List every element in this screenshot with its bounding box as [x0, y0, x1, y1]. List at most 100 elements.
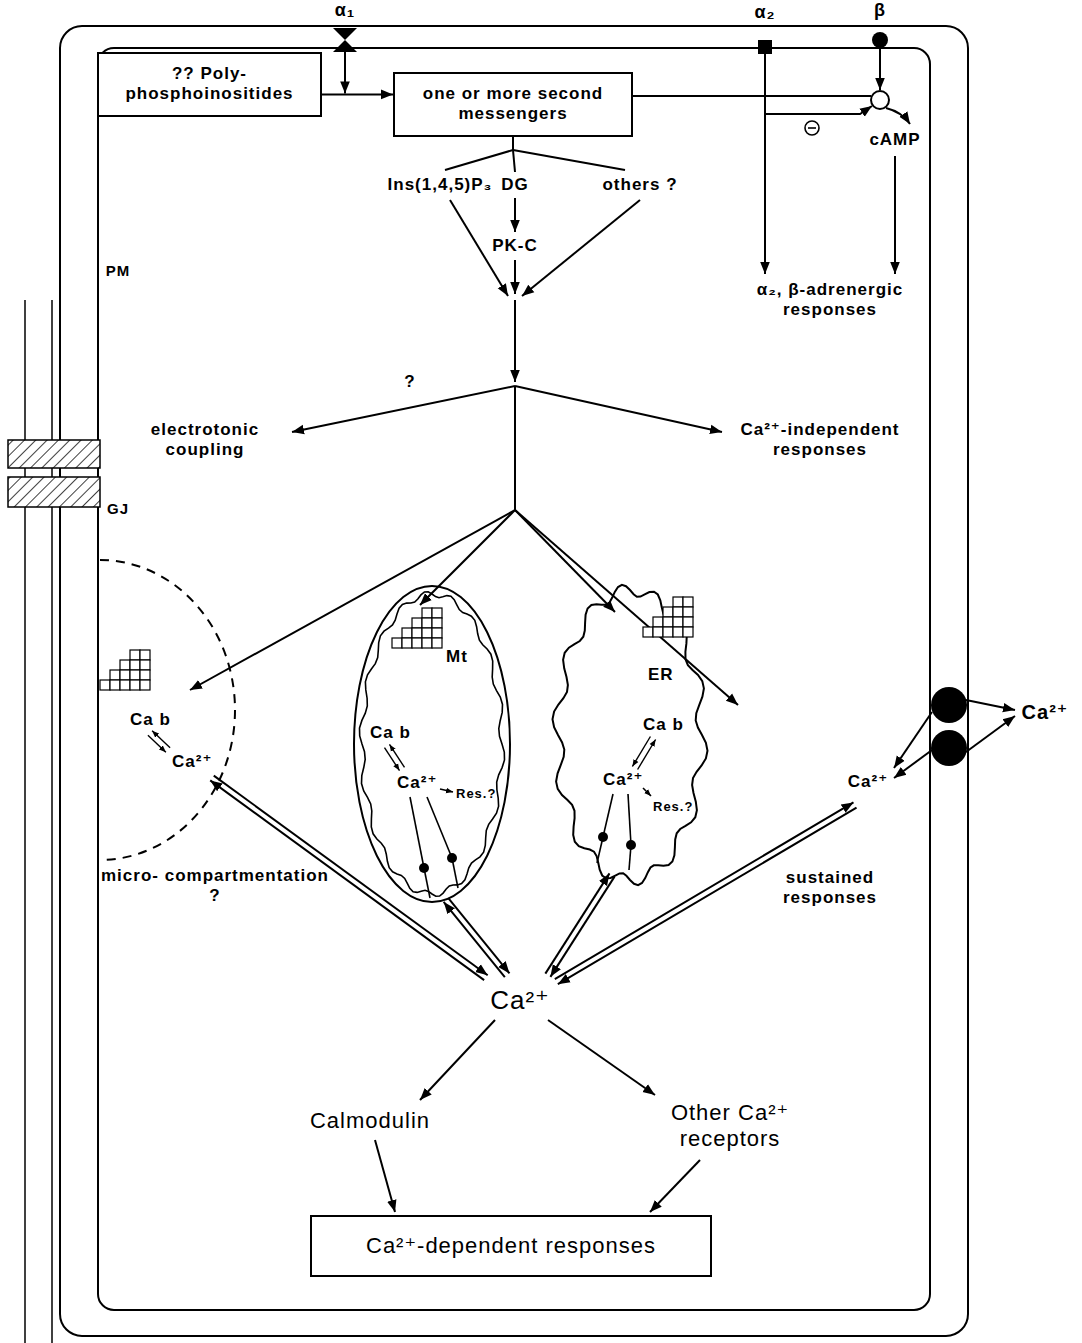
drawing-rect [110, 680, 120, 690]
drawing-line [390, 744, 405, 767]
drawing-polyline [765, 106, 872, 114]
drawing-rect [422, 618, 432, 628]
node-text: Res.? [456, 786, 496, 802]
drawing-line [148, 735, 166, 752]
drawing-rect [412, 628, 422, 638]
drawing-rect [412, 618, 422, 628]
drawing-line [894, 712, 932, 768]
connector-arrow [322, 93, 393, 95]
node-text: Ca²⁺ [603, 770, 643, 790]
drawing-line [444, 902, 505, 977]
drawing-rect [683, 597, 693, 607]
drawing-circle [598, 832, 608, 842]
drawing-rect [8, 440, 100, 468]
text-label: Ca²⁺ [1017, 700, 1073, 724]
drawing-rect [643, 627, 653, 637]
node-text: Ca b [370, 723, 411, 743]
drawing-rect [392, 638, 402, 648]
node-text: ER [648, 665, 674, 685]
text-label: GJ [98, 500, 138, 518]
node-text: Mt [446, 647, 468, 667]
drawing-line [630, 95, 871, 97]
drawing-circle [419, 863, 429, 873]
drawing-rect [432, 628, 442, 638]
drawing-rect [663, 607, 673, 617]
drawing-polygon [333, 40, 357, 52]
alpha1-arrow [344, 52, 346, 93]
drawing-line [190, 510, 515, 690]
drawing-rect [432, 618, 442, 628]
text-label: others ? [590, 175, 690, 195]
drawing-line [513, 150, 515, 172]
text-label: α₁ [325, 0, 365, 22]
drawing-rect [140, 660, 150, 670]
drawing-line [448, 898, 509, 973]
drawing-rect [653, 627, 663, 637]
text-label: ? [400, 372, 420, 392]
drawing-line [966, 700, 1015, 710]
drawing-line [440, 789, 453, 792]
alpha2-receptor [758, 40, 772, 54]
drawing-line [420, 510, 515, 605]
text-label: Ca²⁺ [838, 772, 898, 792]
organelle-outline [352, 583, 512, 905]
text-label: Calmodulin [285, 1108, 455, 1134]
drawing-rect [120, 680, 130, 690]
drawing-rect [402, 638, 412, 648]
signal-lines [190, 48, 1015, 1212]
drawing-rect [653, 617, 663, 627]
drawing-rect [140, 680, 150, 690]
drawing-line [410, 797, 424, 868]
node-text: Ca b [130, 710, 171, 730]
drawing-line [445, 150, 513, 170]
drawing-path [100, 560, 235, 860]
node-text: ?? Poly- phosphoinositides [109, 64, 310, 105]
drawing-rect [432, 608, 442, 618]
drawing-rect [432, 638, 442, 648]
drawing-line [650, 1160, 700, 1212]
drawing-rect [683, 607, 693, 617]
process-box: ?? Poly- phosphoinositides [97, 52, 322, 117]
gap-junction [8, 440, 100, 507]
drawing-circle [447, 853, 457, 863]
node-text: one or more second messengers [405, 84, 621, 125]
drawing-rect [140, 650, 150, 660]
drawing-rect [130, 660, 140, 670]
drawing-line [514, 260, 516, 294]
text-label: Ca²⁺-independent responses [722, 420, 918, 461]
drawing-line [628, 794, 631, 845]
drawing-path [360, 592, 505, 896]
drawing-circle [931, 730, 967, 766]
drawing-polygon [333, 28, 357, 40]
text-label: Ins(1,4,5)P₃ [375, 175, 505, 195]
mitochondrion: MtCa bCa²⁺Res.? [352, 583, 512, 905]
drawing-rect [402, 628, 412, 638]
drawing-line [515, 386, 722, 432]
drawing-line [427, 797, 452, 858]
drawing-rect [683, 627, 693, 637]
drawing-rect [663, 627, 673, 637]
drawing-circle [931, 687, 967, 723]
drawing-line [764, 54, 766, 274]
text-label: PM [98, 262, 138, 280]
endoplasmic-reticulum: ERCa bCa²⁺Res.? [553, 585, 708, 885]
drawing-path [553, 585, 708, 885]
drawing-rect [422, 628, 432, 638]
text-label: PK-C [488, 236, 542, 256]
drawing-line [514, 300, 516, 382]
text-label: α₂ [745, 2, 785, 24]
drawing-rect [673, 627, 683, 637]
node-text: Ca²⁺-dependent responses [328, 1233, 694, 1259]
drawing-rect [663, 617, 673, 627]
drawing-path [886, 108, 910, 124]
node-text: Ca²⁺ [172, 752, 212, 772]
drawing-g [444, 898, 510, 977]
drawing-line [643, 788, 651, 796]
drawing-rect [98, 48, 930, 1310]
drawing-rect [120, 660, 130, 670]
drawing-line [879, 48, 881, 90]
alpha1-receptor [333, 28, 357, 52]
process-box: Ca²⁺-dependent responses [310, 1215, 712, 1277]
text-label: DG [495, 175, 535, 195]
drawing-rect [422, 608, 432, 618]
